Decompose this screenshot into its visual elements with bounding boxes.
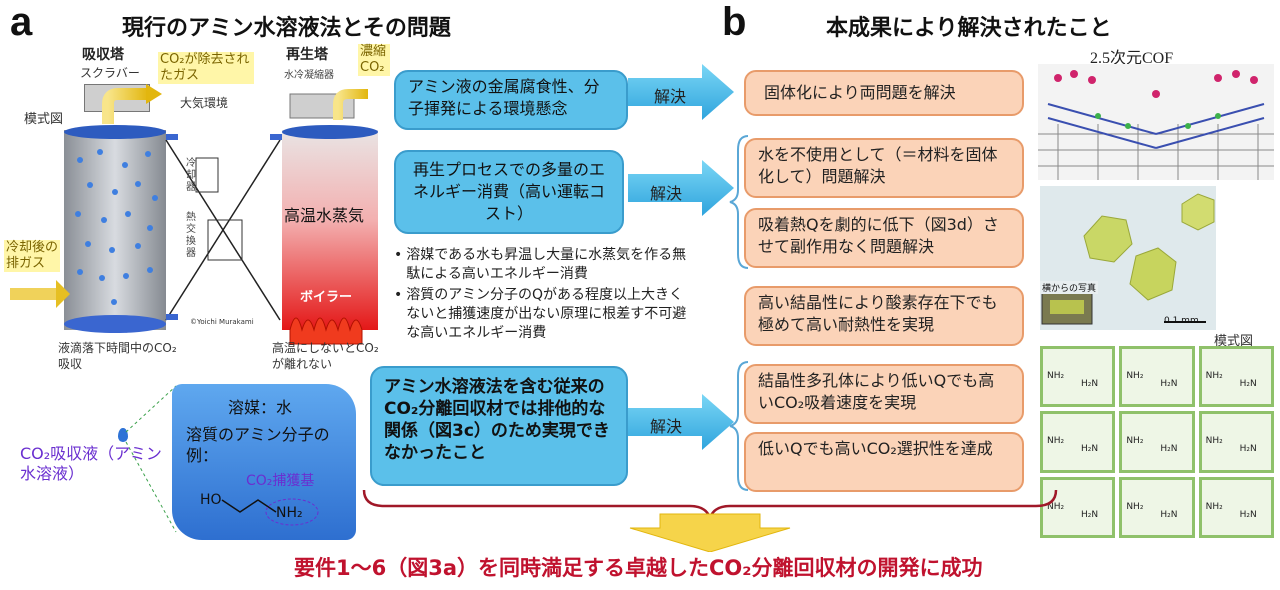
capture-group-label: CO₂捕獲基 xyxy=(246,473,315,489)
solve-arrow-3 xyxy=(628,394,734,450)
problem-1: アミン液の金属腐食性、分子揮発による環境懸念 xyxy=(394,70,628,130)
bottom-brace-and-arrow xyxy=(362,489,1058,552)
to-atmosphere-label: 大気環境 xyxy=(180,96,229,110)
release-caption: 高温にしないとCO₂が離れない xyxy=(272,341,379,371)
h2n-label: H₂N xyxy=(1081,444,1099,455)
heat-exchanger-box xyxy=(207,219,243,261)
nh2-label: NH₂ xyxy=(1047,501,1065,512)
molecule-structure xyxy=(221,498,319,526)
h2n-label: H₂N xyxy=(1239,379,1257,389)
down-arrow xyxy=(629,513,791,552)
nh2-label: NH₂ xyxy=(1047,371,1065,381)
absorber-sub: スクラバー xyxy=(80,66,140,80)
exit-gas-arrow xyxy=(102,88,148,124)
h2n-label: H₂N xyxy=(1081,379,1099,389)
h2n-label: H₂N xyxy=(1160,509,1178,520)
problem-3: アミン水溶液法を含む従来のCO₂分離回収材では排他的な関係（図3c）のため実現で… xyxy=(370,366,628,486)
absorber-bottom-pool xyxy=(64,315,166,333)
schematic-label-b: 模式図 xyxy=(1214,334,1254,349)
regenerator-title: 再生塔 xyxy=(286,47,328,63)
crystal-photo xyxy=(1040,186,1216,330)
solution-4: 高い結晶性により酸素存在下でも極めて高い耐熱性を実現 xyxy=(744,286,1024,346)
schematic-grid: NH₂ H₂N NH₂ H₂N NH₂ H₂N NH₂ H₂N NH₂ H₂N … xyxy=(1040,346,1274,538)
absorbent-liquid-label: CO₂吸収液（アミン水溶液） xyxy=(20,444,162,483)
solve-arrow-1 xyxy=(628,64,734,120)
regenerator-body xyxy=(282,130,378,330)
pore-cell: NH₂ H₂N xyxy=(1040,411,1116,473)
heat-exchanger-label: 熱交換器 xyxy=(186,212,196,259)
h2n-label: H₂N xyxy=(1160,379,1178,389)
h2n-label: H₂N xyxy=(1239,444,1257,455)
h2n-label: H₂N xyxy=(1239,509,1257,520)
high-temp-steam-label: 高温水蒸気 xyxy=(284,206,365,225)
braces xyxy=(729,135,749,491)
solve-label-2: 解決 xyxy=(650,184,683,203)
solve-label-1: 解決 xyxy=(654,87,687,106)
regenerator-top-plate xyxy=(282,125,378,139)
pore-cell: NH₂ H₂N xyxy=(1119,476,1195,538)
molecule-ho: HO xyxy=(200,492,222,508)
amine-solution-blob xyxy=(172,384,356,540)
cooled-exhaust-label: 冷却後の排ガス xyxy=(4,240,60,272)
concentrated-co2-label: 濃縮CO₂ xyxy=(358,44,390,76)
solvent-label: 溶媒：水 xyxy=(228,398,293,417)
pore-cell: NH₂ H₂N xyxy=(1040,346,1116,408)
solution-5: 結晶性多孔体により低いQでも高いCO₂吸着速度を実現 xyxy=(744,364,1024,424)
droplet-icon xyxy=(118,428,128,442)
solution-3: 吸着熱Qを劇的に低下（図3d）させて副作用なく問題解決 xyxy=(744,208,1024,268)
credit: ©Yoichi Murakami xyxy=(190,318,254,326)
concentrated-co2-arrow xyxy=(333,89,368,120)
solute-example-label: 溶質のアミン分子の例： xyxy=(186,425,330,465)
solution-6: 低いQでも高いCO₂選択性を達成 xyxy=(744,432,1024,492)
h2n-label: H₂N xyxy=(1160,444,1178,455)
nh2-label: NH₂ xyxy=(1205,436,1223,447)
pore-cell: NH₂ H₂N xyxy=(1119,411,1195,473)
panel-a-letter: a xyxy=(10,0,33,44)
conclusion-text: 要件1〜6（図3a）を同時満足する卓越したCO₂分離回収材の開発に成功 xyxy=(294,556,983,580)
co2-removed-gas-label: CO₂が除去されたガス xyxy=(158,52,254,84)
h2n-label: H₂N xyxy=(1081,509,1099,520)
nh2-label: NH₂ xyxy=(1047,436,1065,447)
cooler-label: 冷却器 xyxy=(186,158,196,193)
inlet-gas-arrow xyxy=(10,288,58,300)
absorb-caption: 液滴落下時間中のCO₂吸収 xyxy=(58,341,177,371)
side-photo-label: 横からの写真 xyxy=(1040,281,1099,294)
pore-cell: NH₂ H₂N xyxy=(1198,411,1274,473)
solve-arrows xyxy=(628,64,734,450)
solve-label-3: 解決 xyxy=(650,417,683,436)
pore-cell: NH₂ H₂N xyxy=(1040,476,1116,538)
pore-cell: NH₂ H₂N xyxy=(1119,346,1195,408)
nh2-label: NH₂ xyxy=(1126,501,1144,512)
pore-cell: NH₂ H₂N xyxy=(1198,476,1274,538)
molecule-nh2: NH₂ xyxy=(276,505,303,521)
pore-cell: NH₂ H₂N xyxy=(1198,346,1274,408)
solve-arrow-2 xyxy=(628,160,734,216)
panel-b-title: 本成果により解決されたこと xyxy=(826,16,1112,41)
scale-bar-label: 0.1 mm xyxy=(1164,316,1199,326)
cooler-box xyxy=(195,157,219,193)
panel-a-title: 現行のアミン水溶液法とその問題 xyxy=(122,16,451,41)
regenerator-sub: 水冷凝縮器 xyxy=(284,70,334,81)
process-diagram xyxy=(10,84,378,345)
schematic-label-a: 模式図 xyxy=(24,112,64,127)
cof-structure-image xyxy=(1038,64,1274,180)
bullet-2: 溶質のアミン分子のQがある程度以上大きくないと捕獲速度が出ない原理に根差す不可避… xyxy=(406,287,687,341)
solution-1: 固体化により両問題を解決 xyxy=(744,70,1024,116)
cof-label: 2.5次元COF xyxy=(1090,50,1174,67)
panel-b-letter: b xyxy=(722,0,747,44)
bullet-list: •溶媒である水も昇温し大量に水蒸気を作る無駄による高いエネルギー消費 •溶質のア… xyxy=(394,246,694,343)
problem-2: 再生プロセスでの多量のエネルギー消費（高い運転コスト） xyxy=(394,150,624,234)
solution-2: 水を不使用として（＝材料を固体化して）問題解決 xyxy=(744,138,1024,198)
boiler-flames xyxy=(289,317,363,345)
nh2-label: NH₂ xyxy=(1205,371,1223,381)
bullet-1: 溶媒である水も昇温し大量に水蒸気を作る無駄による高いエネルギー消費 xyxy=(406,247,687,282)
absorber-top-plate xyxy=(64,125,166,139)
callout-lines xyxy=(125,385,177,533)
nh2-label: NH₂ xyxy=(1126,371,1144,381)
boiler-label: ボイラー xyxy=(300,290,353,305)
nh2-label: NH₂ xyxy=(1126,436,1144,447)
droplets xyxy=(75,149,158,305)
nh2-label: NH₂ xyxy=(1205,501,1223,512)
absorber-title: 吸収塔 xyxy=(82,47,124,63)
